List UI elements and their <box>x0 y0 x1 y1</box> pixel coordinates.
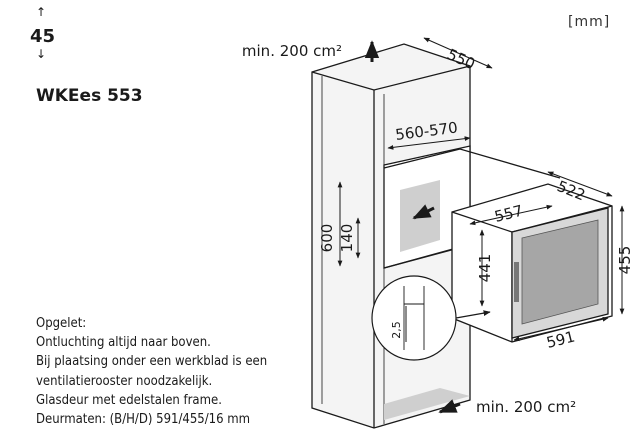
note-line: ventilatierooster noodzakelijk. <box>36 373 213 389</box>
dim-600: 600 <box>318 224 336 253</box>
note-line: Glasdeur met edelstalen frame. <box>36 392 222 408</box>
dimension-lines <box>337 37 625 342</box>
dim-441: 441 <box>476 254 494 283</box>
vent-top-label: min. 200 cm² <box>242 42 342 60</box>
arrow-up-icon: ↑ <box>36 5 47 19</box>
unit-label: [mm] <box>568 14 611 30</box>
dim-140: 140 <box>338 224 356 253</box>
note-line: Opgelet: <box>36 316 87 331</box>
vent-bottom-label: min. 200 cm² <box>476 398 576 416</box>
height-class-label: 45 <box>30 26 56 47</box>
note-line: Ontluchting altijd naar boven. <box>36 335 211 351</box>
installation-notes: Opgelet: Ontluchting altijd naar boven. … <box>36 314 267 429</box>
model-name: WKEes 553 <box>36 86 143 106</box>
note-line: Bij plaatsing onder een werkblad is een <box>36 354 268 370</box>
vent-arrows <box>364 40 461 414</box>
arrow-down-icon: ↓ <box>36 47 47 61</box>
dim-455: 455 <box>616 246 634 275</box>
dim-gap: 2,5 <box>390 321 403 339</box>
detail-circle <box>371 275 491 361</box>
note-line: Deurmaten: (B/H/D) 591/455/16 mm <box>36 412 251 428</box>
